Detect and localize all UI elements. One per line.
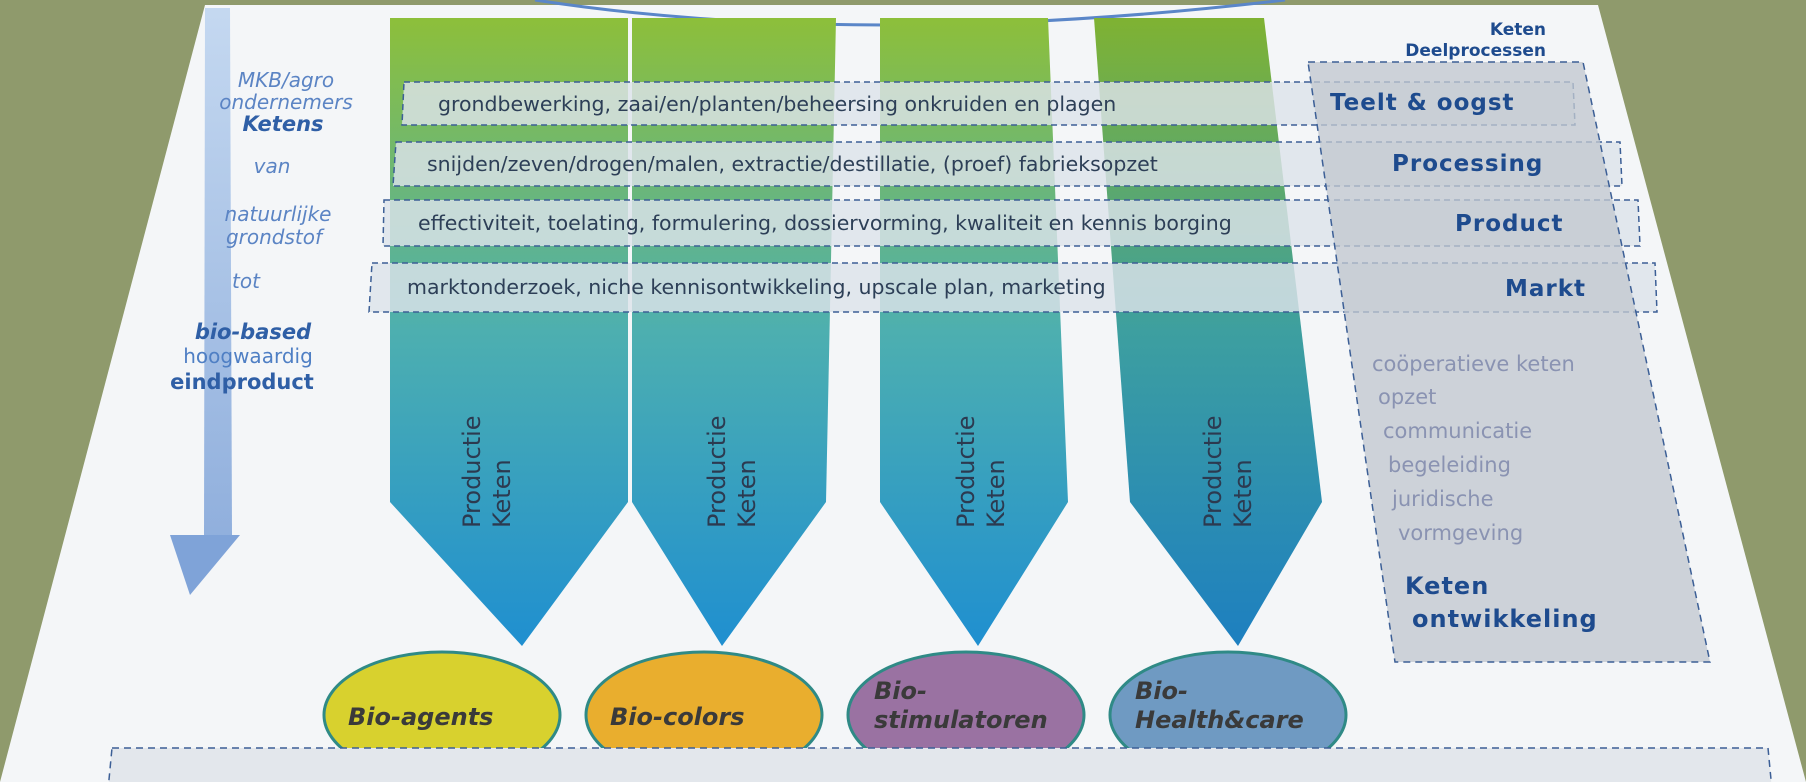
row-band-4 [368,262,1658,313]
product-label-4-line1: Bio- [1135,677,1188,705]
stage-markt: Markt [1505,276,1587,302]
row-text-4: marktonderzoek, niche kennisontwikkeling… [407,275,1106,299]
side-item-vormgeving: vormgeving [1398,521,1524,545]
product-label-1: Bio-agents [348,703,494,731]
side-item-begeleiding: begeleiding [1388,453,1511,477]
left-label-tot: tot [232,269,260,293]
stage-processing: Processing [1392,151,1544,177]
left-label-ketens: Ketens [242,112,324,136]
product-label-3-line2: stimulatoren [874,706,1048,734]
product-label-2: Bio-colors [610,703,745,731]
stage-product: Product [1455,211,1564,237]
row-band-3 [382,199,1641,247]
row-text-1: grondbewerking, zaai/en/planten/beheersi… [438,92,1117,116]
left-label-mkb: MKB/agro [237,68,335,92]
left-label-van: van [253,154,291,178]
side-item-opzet: opzet [1378,385,1437,409]
product-label-4-line2: Health&care [1135,706,1304,734]
bottom-box [108,747,1772,782]
keten-ontwikkeling-box [1307,61,1711,663]
left-label-grondstof: grondstof [225,225,323,249]
side-title-ontwikkeling: ontwikkeling [1412,605,1598,633]
left-label-eindproduct: eindproduct [170,370,314,394]
left-label-natuurlijke: natuurlijke [224,202,332,226]
side-item-juridische: juridische [1392,487,1494,511]
row-band-2 [392,141,1623,187]
product-label-3-line1: Bio- [874,677,927,705]
header-deelprocessen: Deelprocessen [1405,41,1546,61]
left-label-biobased: bio-based [194,320,312,344]
side-item-communicatie: communicatie [1383,419,1533,443]
side-title-keten: Keten [1405,572,1490,600]
down-arrow-icon [170,8,240,595]
left-label-hoogwaardig: hoogwaardig [183,344,313,368]
side-item-cooperatieve: coöperatieve keten [1372,352,1575,376]
left-label-ondernemers: ondernemers [219,90,353,114]
stage-teelt-oogst: Teelt & oogst [1330,90,1515,116]
row-text-3: effectiviteit, toelating, formulering, d… [418,211,1232,235]
row-text-2: snijden/zeven/drogen/malen, extractie/de… [427,152,1158,176]
header-keten: Keten [1489,20,1546,40]
